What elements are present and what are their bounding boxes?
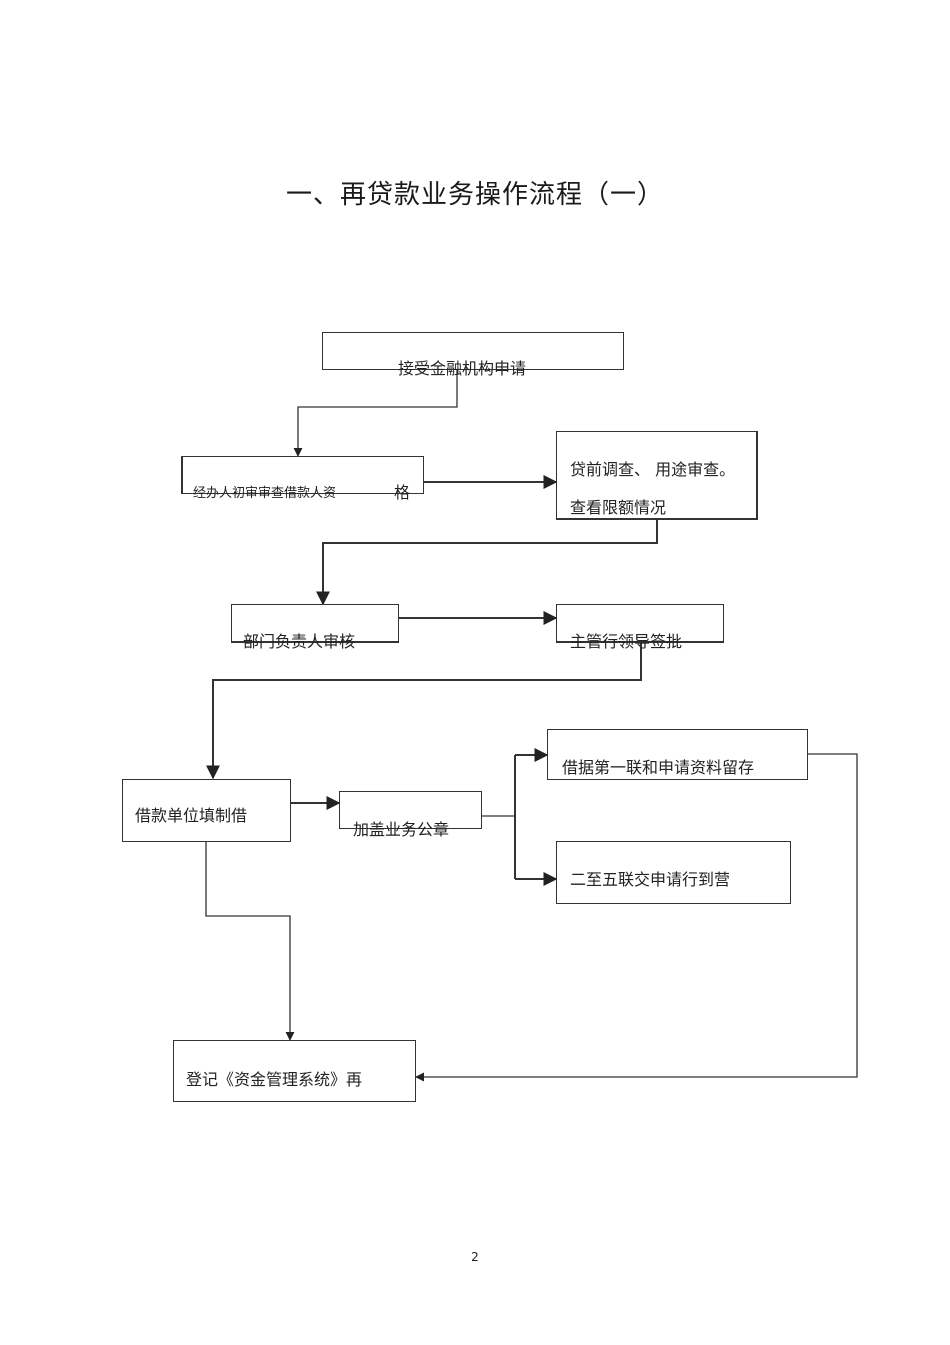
node-first-copy-archive: 借据第一联和申请资料留存 bbox=[547, 729, 808, 780]
node-label-tail: 格 bbox=[394, 483, 411, 502]
connector-preloan-to-dept bbox=[316, 519, 658, 606]
node-initial-review: 经办人初审审查借款人资 格 bbox=[181, 456, 424, 502]
node-label-line2: 查看限额情况 bbox=[570, 498, 667, 517]
node-label: 接受金融机构申请 bbox=[398, 359, 527, 378]
node-label: 借款单位填制借 bbox=[135, 806, 248, 825]
node-label: 加盖业务公章 bbox=[353, 820, 450, 839]
connector-firstcopy-to-register bbox=[415, 753, 858, 1082]
node-label: 主管行领导签批 bbox=[570, 632, 683, 651]
node-add-seal: 加盖业务公章 bbox=[339, 791, 482, 839]
node-dept-head-review: 部门负责人审核 bbox=[231, 604, 399, 651]
page-number: 2 bbox=[471, 1250, 479, 1264]
page-title: 一、再贷款业务操作流程（一） bbox=[285, 180, 664, 210]
node-label: 经办人初审审查借款人资 bbox=[193, 486, 337, 501]
node-borrower-fill: 借款单位填制借 bbox=[122, 779, 291, 842]
node-label: 登记《资金管理系统》再 bbox=[186, 1070, 363, 1089]
connector-receive-to-initial bbox=[293, 370, 458, 457]
node-label-line1: 贷前调查、 用途审查。 bbox=[570, 460, 736, 479]
node-copies-2-5: 二至五联交申请行到营 bbox=[556, 841, 791, 904]
node-receive-application: 接受金融机构申请 bbox=[322, 332, 624, 378]
node-register-system: 登记《资金管理系统》再 bbox=[173, 1040, 416, 1102]
connector-leader-to-borrower bbox=[206, 643, 642, 780]
node-label: 借据第一联和申请资料留存 bbox=[562, 758, 755, 777]
node-label: 部门负责人审核 bbox=[243, 632, 356, 651]
node-pre-loan-investigation: 贷前调查、 用途审查。 查看限额情况 bbox=[556, 431, 758, 520]
connector-borrower-to-register bbox=[205, 842, 295, 1041]
node-label: 二至五联交申请行到营 bbox=[570, 870, 731, 889]
node-leader-approval: 主管行领导签批 bbox=[556, 604, 724, 651]
